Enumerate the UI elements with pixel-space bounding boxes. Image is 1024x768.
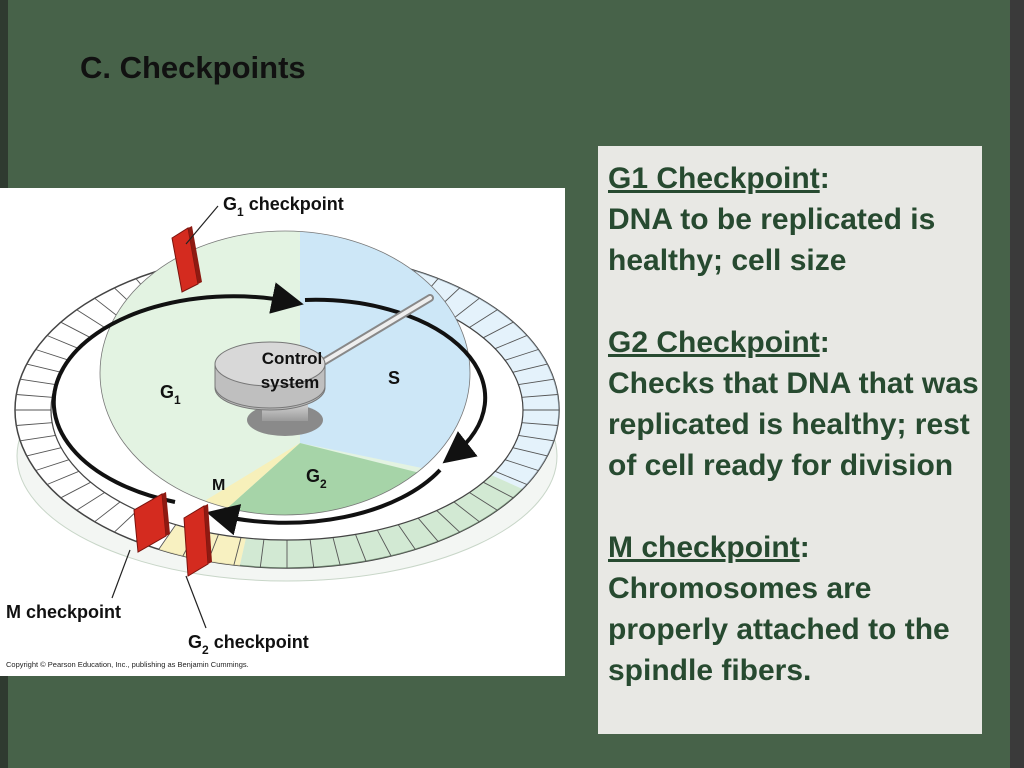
ring-segment-divider xyxy=(309,539,315,568)
ring-segment-divider xyxy=(521,394,558,398)
ring-segment-divider xyxy=(46,335,80,350)
ring-segment-divider xyxy=(494,470,528,485)
ring-segment-divider xyxy=(158,524,177,550)
ring-segment-divider xyxy=(35,459,70,471)
ring-segment-divider xyxy=(512,363,548,373)
ring-segment-divider xyxy=(417,517,439,542)
m-checkpoint-colon: : xyxy=(799,531,810,564)
control-system-label-1: Control xyxy=(262,349,322,368)
g2-checkpoint-colon: : xyxy=(819,326,830,359)
m-checkpoint-label: M checkpoint xyxy=(6,602,121,622)
cycle-arrow-g1 xyxy=(51,282,304,504)
g2-checkpoint-text: Checks that DNA that was replicated is h… xyxy=(608,367,979,482)
ring-segment-divider xyxy=(469,309,498,328)
g1-checkpoint-heading: G1 Checkpoint xyxy=(608,162,820,195)
ring-segment-divider xyxy=(20,434,56,442)
ring-segment-divider xyxy=(46,470,80,485)
ring-segment-divider xyxy=(482,481,514,499)
m-callout-line xyxy=(111,549,131,599)
ring-segment-divider xyxy=(504,459,539,471)
ring-segment-divider xyxy=(518,434,554,442)
ring-segment-divider xyxy=(259,539,265,568)
ring-segment-divider xyxy=(233,537,242,566)
g2-checkpoint-gate xyxy=(183,504,212,577)
ring-segment-divider xyxy=(453,297,480,319)
ring-segment-divider xyxy=(20,378,56,386)
ring-segment-divider xyxy=(26,447,62,457)
g1-callout-line xyxy=(185,205,219,245)
control-system-label-2: system xyxy=(261,373,320,392)
g2-callout-line xyxy=(185,575,207,629)
ring-segment-divider xyxy=(494,335,528,350)
checkpoint-descriptions: G1 Checkpoint: DNA to be replicated is h… xyxy=(598,146,982,734)
ring-segment-divider xyxy=(469,492,498,511)
control-system: Control system xyxy=(214,294,434,436)
ring-segment-divider xyxy=(16,394,53,398)
slide-right-edge xyxy=(1010,0,1024,768)
g1-checkpoint-colon: : xyxy=(819,162,830,195)
ring-segment-divider xyxy=(376,529,392,557)
ring-segment-divider xyxy=(504,349,539,361)
ring-segment-divider xyxy=(60,321,92,339)
ring-segment-divider xyxy=(35,349,70,361)
g1-checkpoint-gate xyxy=(171,226,202,293)
m-checkpoint-text: Chromosomes are properly attached to the… xyxy=(608,572,950,687)
copyright-notice: Copyright © Pearson Education, Inc., pub… xyxy=(6,660,249,669)
g1-checkpoint-text: DNA to be replicated is healthy; cell si… xyxy=(608,203,936,277)
g1-checkpoint-description: G1 Checkpoint: DNA to be replicated is h… xyxy=(608,158,982,281)
ring-segment-divider xyxy=(94,501,121,523)
ring-segment-divider xyxy=(26,363,62,373)
ring-segment-divider xyxy=(60,481,92,499)
g2-checkpoint-description: G2 Checkpoint: Checks that DNA that was … xyxy=(608,322,982,486)
slide-title: C. Checkpoints xyxy=(80,50,306,85)
ring-segment-divider xyxy=(76,309,105,328)
ring-segment-divider xyxy=(482,321,514,339)
ring-segment-divider xyxy=(512,447,548,457)
g2-checkpoint-label: G2 checkpoint xyxy=(188,632,309,657)
m-checkpoint-description: M checkpoint: Chromosomes are properly a… xyxy=(608,527,982,691)
g2-checkpoint-heading: G2 Checkpoint xyxy=(608,326,820,359)
ring-segment-divider xyxy=(518,378,554,386)
cycle-arrow-g2 xyxy=(206,468,442,536)
ring-segment-divider xyxy=(436,510,460,533)
g1-checkpoint-label: G1 checkpoint xyxy=(223,194,344,219)
ring-segment-divider xyxy=(16,422,53,426)
m-checkpoint-heading: M checkpoint xyxy=(608,531,800,564)
ring-segment-divider xyxy=(76,492,105,511)
ring-segment-divider xyxy=(521,422,558,426)
ring-segment-divider xyxy=(397,524,416,550)
phase-s-label: S xyxy=(388,368,400,388)
cycle-arrow-s xyxy=(304,297,488,464)
ring-s-sector xyxy=(287,252,560,489)
ring-segment-divider xyxy=(453,501,480,523)
phase-g2-label: G2 xyxy=(306,466,327,491)
phase-m-label: M xyxy=(212,477,225,494)
ring-segment-divider xyxy=(114,510,138,533)
m-checkpoint-gate xyxy=(133,492,170,553)
ring-segment-divider xyxy=(332,537,341,566)
cell-cycle-diagram: Control system S G1 G2 M G1 checkpoint M… xyxy=(0,188,565,676)
ring-segment-divider xyxy=(355,534,367,562)
phase-g1-label: G1 xyxy=(160,382,181,407)
